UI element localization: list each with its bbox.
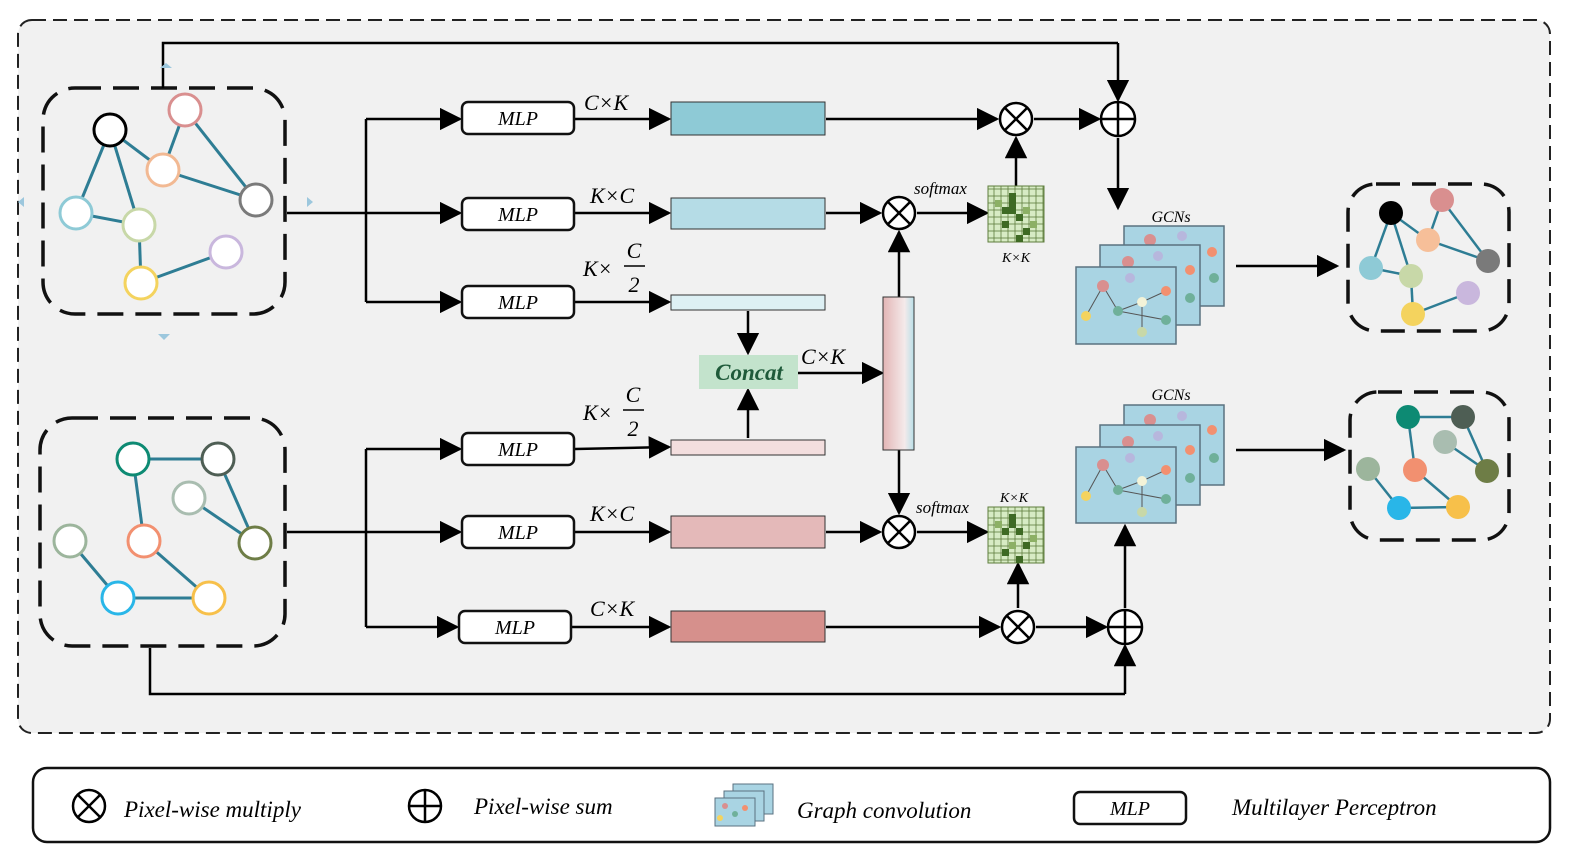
multiply-op-top-b [881, 195, 917, 231]
node [145, 152, 181, 188]
feature-bottom-1 [670, 439, 826, 456]
mlp-top-1: MLP [460, 100, 576, 136]
concat-feature-bar [882, 296, 915, 451]
fraction-numerator: C [626, 382, 641, 407]
node [208, 234, 244, 270]
feature-bottom-2 [670, 515, 826, 549]
softmax-label: softmax [916, 498, 969, 517]
dim-label: C×K [801, 344, 847, 369]
svg-text:MLP: MLP [497, 522, 538, 544]
fraction-numerator: C [627, 238, 642, 263]
node [167, 92, 203, 128]
svg-text:GCNs: GCNs [1151, 209, 1190, 226]
node [100, 580, 136, 616]
node [200, 441, 236, 477]
top-output-graph [1346, 182, 1511, 333]
svg-text:MLP: MLP [497, 204, 538, 226]
concat-block: Concat [699, 355, 798, 389]
sum-op-bottom [1106, 608, 1144, 646]
multiply-op-bottom-a [881, 514, 917, 550]
feature-bottom-3 [670, 610, 826, 643]
fraction-denominator: 2 [629, 272, 640, 297]
fraction-denominator: 2 [628, 416, 639, 441]
node [52, 523, 88, 559]
node [191, 580, 227, 616]
svg-text:MLP: MLP [494, 617, 535, 639]
dim-label: C×K [584, 90, 630, 115]
multiply-op-top-a [998, 101, 1034, 137]
gcn-stack-top: GCNs [1075, 209, 1225, 345]
node [237, 525, 273, 561]
legend-multiply-icon [71, 788, 107, 824]
node [92, 112, 128, 148]
gcn-stack-bottom: GCNs [1075, 387, 1225, 524]
attention-matrix-bottom [987, 506, 1045, 564]
node [171, 480, 207, 516]
dim-label: K× [582, 400, 613, 425]
node [115, 441, 151, 477]
kk-label-top: K×K [1001, 251, 1031, 266]
dim-label: K×C [589, 501, 635, 526]
node [58, 195, 94, 231]
mlp-bottom-3: MLP [457, 609, 573, 645]
svg-text:MLP: MLP [1109, 798, 1150, 820]
svg-text:MLP: MLP [497, 439, 538, 461]
mlp-bottom-2: MLP [460, 514, 576, 550]
legend-sum-text: Pixel-wise sum [473, 794, 613, 819]
attention-matrix-top [987, 185, 1045, 243]
feature-top-1 [670, 101, 826, 136]
dim-label: K× [582, 256, 613, 281]
legend-mlp-text: Multilayer Perceptron [1231, 795, 1437, 820]
legend-graph-conv-text: Graph convolution [797, 798, 971, 823]
dim-label: K×C [589, 183, 635, 208]
node [121, 207, 157, 243]
node [123, 265, 159, 301]
mlp-top-3: MLP [460, 284, 576, 320]
selection-handles [18, 63, 313, 340]
legend: Pixel-wise multiply Pixel-wise sum Graph… [31, 766, 1552, 844]
legend-mlp-box: MLP [1072, 790, 1188, 826]
bottom-input-graph [38, 416, 287, 648]
bottom-output-graph [1348, 390, 1511, 542]
svg-text:MLP: MLP [497, 292, 538, 314]
mlp-top-2: MLP [460, 196, 576, 232]
svg-text:Concat: Concat [715, 360, 783, 385]
multiply-op-bottom-b [1000, 609, 1036, 645]
dim-label: C×K [590, 596, 636, 621]
node [238, 182, 274, 218]
feature-top-2 [670, 197, 826, 230]
legend-multiply-text: Pixel-wise multiply [123, 797, 302, 822]
softmax-label: softmax [914, 179, 967, 198]
svg-text:MLP: MLP [497, 108, 538, 130]
legend-graph-conv-icon [714, 783, 774, 827]
node [126, 523, 162, 559]
feature-top-3 [670, 294, 826, 311]
top-input-graph [41, 86, 287, 316]
kk-label-bottom: K×K [999, 491, 1029, 506]
mlp-bottom-1: MLP [460, 431, 576, 467]
legend-sum-icon [407, 788, 443, 824]
top-skip-line [161, 41, 1118, 88]
svg-text:GCNs: GCNs [1151, 387, 1190, 404]
sum-op-top [1099, 100, 1137, 138]
